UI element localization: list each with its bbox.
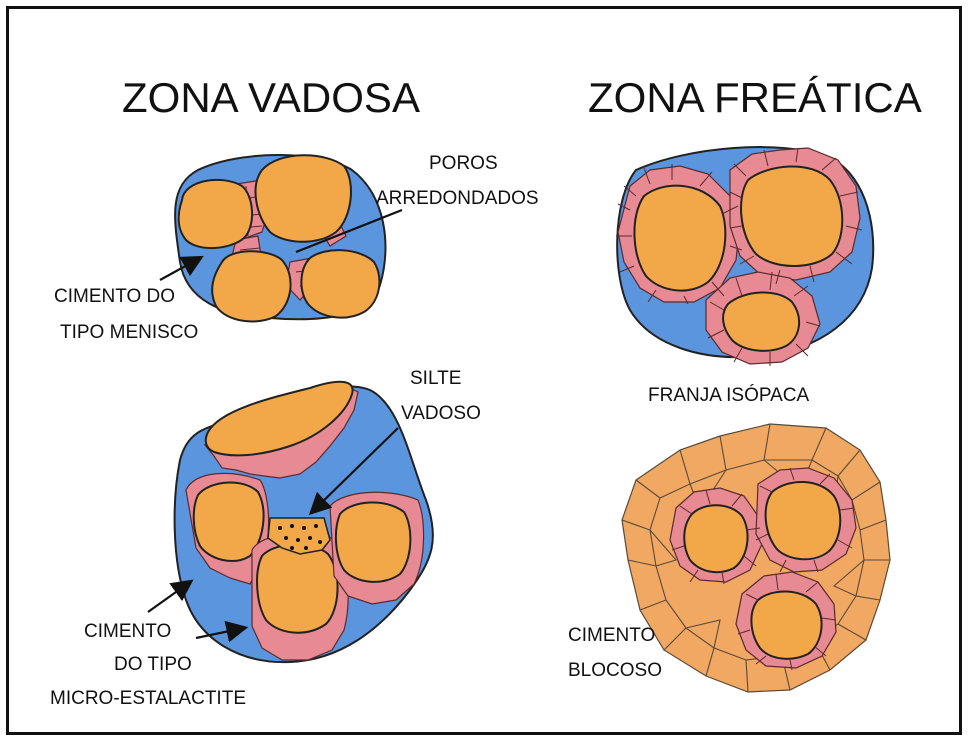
grain (301, 250, 379, 317)
heading-phreatic-zone: ZONA FREÁTICA (588, 74, 922, 121)
label-franja: FRANJA ISÓPACA (648, 384, 810, 406)
grain (257, 544, 337, 632)
label-micro-line2: DO TIPO (114, 654, 192, 675)
label-blocoso-line2: BLOCOSO (568, 660, 662, 681)
grain (741, 166, 842, 266)
label-poros-line2: ARREDONDADOS (376, 188, 539, 209)
label-menisco-line1: CIMENTO DO (54, 286, 175, 307)
micro-arrow-upper (148, 582, 190, 612)
label-poros-line1: POROS (429, 153, 498, 174)
grain (179, 180, 252, 248)
label-micro-line3: MICRO-ESTALACTITE (50, 688, 246, 709)
blocky-cement-diagram (622, 424, 890, 692)
label-silte-line1: SILTE (410, 368, 461, 389)
label-blocoso-line1: CIMENTO (568, 625, 655, 646)
grain (684, 505, 747, 572)
label-menisco-line2: TIPO MENISCO (60, 322, 198, 343)
grain (336, 502, 410, 581)
grain (751, 591, 821, 658)
heading-vadose-zone: ZONA VADOSA (122, 74, 420, 121)
label-silte-line2: VADOSO (401, 403, 481, 424)
grain (212, 251, 290, 321)
grain (634, 186, 725, 291)
grain (766, 482, 841, 559)
meniscus-cement-diagram (175, 155, 385, 321)
microstalactitic-cement-diagram (175, 382, 433, 662)
label-micro-line1: CIMENTO (84, 621, 171, 642)
grain (723, 292, 799, 350)
isopachous-fringe-diagram (616, 147, 873, 366)
grain (256, 155, 351, 242)
